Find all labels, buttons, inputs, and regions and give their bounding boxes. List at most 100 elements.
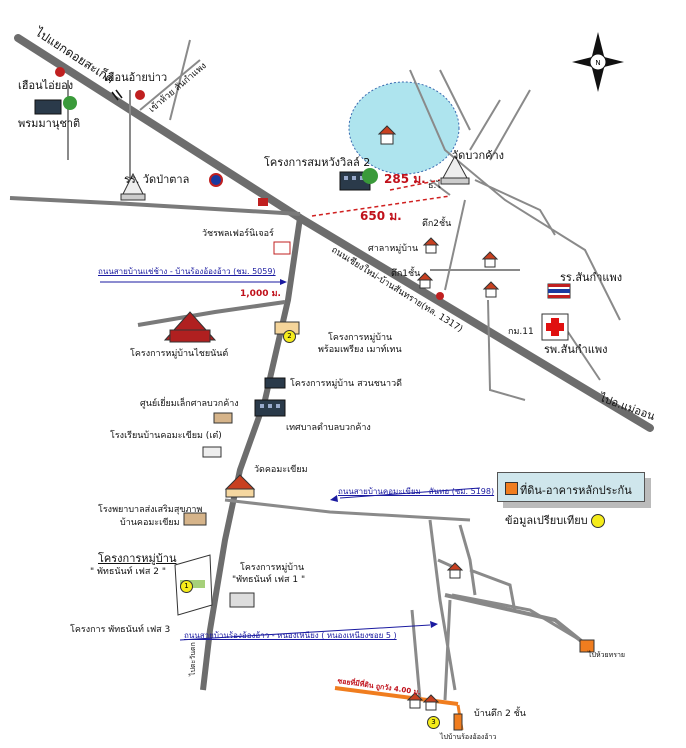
label-dist-1000: 1,000 ม.: [240, 289, 281, 299]
comparison-marker-1: 1: [180, 580, 193, 593]
building-icon: [34, 99, 62, 115]
dist-line-285: [389, 179, 441, 191]
label-ban-koh-sam: บ้านคอมะเขียม: [120, 518, 180, 528]
label-dist-285: 285 ม.: [384, 172, 426, 186]
compass-icon: N: [572, 32, 624, 92]
building-icon: [213, 412, 233, 424]
label-hosp-san-kamphaeng: รพ.สันกำแพง: [544, 343, 608, 356]
tree-icon: [362, 168, 378, 184]
label-rr-wat-pa-tan: รร. วัดป่าตาล: [124, 173, 190, 186]
label-road-1006: ถนนสายบ้านแช่ช้าง - บ้านร้องอ้องอ้าว (ชม…: [98, 267, 276, 276]
temple-icon: [440, 154, 470, 185]
building-icon: [273, 241, 291, 255]
lower-road-main: [444, 593, 592, 650]
house-icon: [446, 562, 464, 579]
arrow-head-1006: [280, 279, 287, 285]
legend-collateral-label: ที่ดิน-อาคารหลักประกัน: [520, 484, 632, 497]
label-tessaban: เทศบาลตำบลบวกค้าง: [286, 423, 371, 433]
building-icon: [183, 512, 207, 526]
main-highway-road: [14, 34, 654, 432]
label-rr-san-kamphaeng: รร.สันกำแพง: [560, 271, 623, 284]
label-center-bo-sang: ศูนย์เยี่ยมเล็กศาลบวกค้าง: [140, 399, 239, 409]
western-road: [9, 196, 301, 216]
house-icon: [482, 281, 500, 298]
arrow-road-5198: [339, 487, 481, 499]
collateral-marker-icon: [453, 713, 463, 731]
label-phrom-manu-chat: พรมมานุชาติ: [18, 117, 81, 130]
label-tuek-2-chan: ตึก2ชั้น: [422, 219, 452, 229]
lake: [348, 81, 460, 175]
temple-icon: [224, 474, 256, 498]
sign-icon: [258, 198, 268, 206]
label-proj-chaiyanan: โครงการหมู่บ้านไชยนันต์: [130, 349, 229, 359]
label-dist-650: 650 ม.: [360, 209, 402, 223]
label-proj-phase3: โครงการ พัทธนันท์ เฟส 3: [70, 625, 171, 635]
arrow-road-nongkhiang: [179, 624, 431, 641]
label-proj-phase1-l1: โครงการหมู่บ้าน: [240, 563, 305, 573]
label-hospital-health: โรงพยาบาลส่งเสริมสุขภาพ: [98, 505, 203, 515]
label-proj-suan-wasee: โครงการหมู่บ้าน สวนชนาวดี: [290, 379, 402, 389]
label-sala-mubaan: ศาลาหมู่บ้าน: [368, 244, 419, 254]
lower-road-network: [410, 519, 581, 701]
house-icon: [416, 272, 434, 289]
chaiyanan-village-icon: [163, 311, 217, 343]
label-house-2-floor: บ้านตึก 2 ชั้น: [474, 709, 526, 719]
tree-icon: [63, 96, 77, 110]
road-to-sankamphaeng: [139, 59, 201, 111]
comparison-marker-2: 2: [283, 330, 296, 343]
legend-collateral-swatch: [505, 482, 518, 495]
label-wat-bo-sang: วัดบวกค้าง: [452, 149, 505, 162]
building-icon: [202, 446, 222, 458]
building-icon: [264, 377, 286, 389]
label-watcharapol: วัชรพลเฟอร์นิเจอร์: [202, 229, 274, 239]
label-huean-ai-yong: เฮือนไอ่ยอง: [18, 79, 74, 92]
comparison-marker-3: 3: [427, 716, 440, 729]
arrow-head-nongkhiang: [430, 621, 438, 628]
road-chaiyanan: [137, 300, 286, 327]
post-office-icon: [209, 173, 223, 187]
collateral-house-icon: [579, 639, 595, 653]
label-proj-phase1-l2: "พัทธนันท์ เฟส 1 ": [232, 575, 306, 585]
label-to-bottom: ไปบ้านร้องอ้องอ้าว: [440, 733, 497, 741]
label-km-11: กม.11: [508, 327, 534, 337]
post-office-icon: [436, 292, 444, 300]
label-proj-2-l2: พร้อมเพรียง เมาท์เทน: [318, 345, 402, 355]
label-sai-bat: ธ.ไ: [428, 181, 441, 191]
phase1-plot: [229, 592, 255, 608]
dist-line-650: [311, 195, 451, 217]
house-icon: [406, 692, 424, 709]
label-tuek-1-chan: ตึก1ชั้น: [391, 269, 421, 279]
label-proj-phase2-l1: โครงการหมู่บ้าน: [98, 552, 177, 565]
house-icon: [377, 125, 397, 145]
label-proj-2-l1: โครงการหมู่บ้าน: [328, 333, 393, 343]
legend-comparison-dot: [590, 514, 605, 528]
bridge-icon: [111, 89, 123, 101]
road-5198: [224, 498, 471, 522]
house-icon: [422, 694, 440, 711]
building-icon: [254, 399, 286, 417]
label-huean-aiyo-bao: เฮือนอ้ายบ่าว: [104, 71, 168, 84]
legend-box: ที่ดิน-อาคารหลักประกัน: [497, 472, 645, 502]
label-wat-koh-sam: วัดคอมะเขียม: [254, 465, 308, 475]
hospital-cross-icon: [541, 313, 569, 341]
svg-text:N: N: [595, 59, 600, 67]
southbound-road: [200, 217, 303, 691]
label-school-koh-sam: โรงเรียนบ้านคอมะเขียม (เต๋): [110, 431, 222, 441]
arrow-head-5198: [330, 495, 338, 502]
label-project-somwang-2: โครงการสมหวังวิลล์ 2: [264, 156, 371, 169]
house-icon: [422, 237, 440, 254]
legend-comparison-row: ข้อมูลเปรียบเทียบ: [505, 514, 605, 528]
label-road-5198: ถนนสายบ้านคอมะเขียม - สันทอ (ชม. 5198): [338, 487, 495, 496]
east-roads: [409, 69, 621, 401]
label-road-bottom-right: ไปห้วยทราย: [588, 651, 626, 659]
temple-icon: [120, 172, 146, 201]
label-proj-phase2-l2: " พัทธนันท์ เฟส 2 ": [90, 567, 166, 577]
label-road-nong-khiang: ถนนสายบ้านร้องอ้องอ้าว - หนองเหนียง ( หน…: [184, 631, 397, 640]
flag-icon: [547, 283, 571, 299]
house-icon: [481, 251, 499, 268]
post-office-icon: [135, 90, 145, 100]
label-road-bottom-left: ไปตะวันตก: [189, 642, 197, 676]
post-office-icon: [55, 67, 65, 77]
